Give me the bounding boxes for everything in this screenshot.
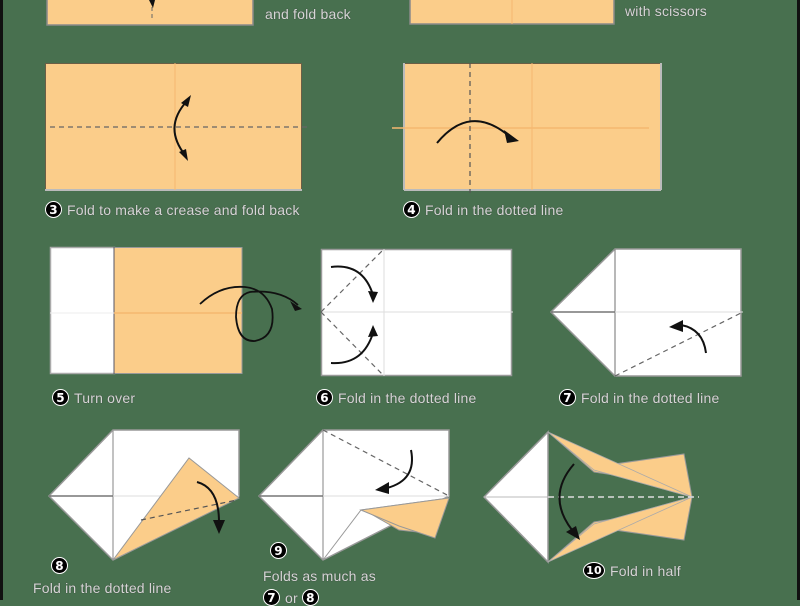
step-9-diagram [257, 429, 459, 561]
step-7-caption: 7 Fold in the dotted line [559, 389, 719, 406]
step-9-ref-b: 8 [301, 589, 319, 606]
step-7-diagram [549, 248, 751, 379]
step-4-text: Fold in the dotted line [425, 201, 564, 218]
step-9-caption: Folds as much as [263, 568, 376, 584]
step-2-text: with scissors [625, 3, 707, 19]
step-9-ref-a: 7 [263, 589, 280, 606]
step-10-text: Fold in half [610, 562, 681, 579]
step-7-badge: 7 [559, 389, 576, 406]
step-2-caption: with scissors [625, 3, 707, 19]
step-7-text: Fold in the dotted line [581, 389, 720, 406]
right-frame-border [797, 0, 800, 600]
step-10-diagram [482, 430, 704, 564]
step-3-badge: 3 [45, 201, 62, 218]
step-3-caption: 3 Fold to make a crease and fold back [45, 201, 300, 218]
step-9-text: Folds as much as [263, 568, 376, 584]
step-9-badge: 9 [270, 542, 287, 559]
step-1-diagram [46, 0, 257, 28]
step-2-diagram [409, 0, 620, 28]
step-9-ref-conj: or [285, 589, 298, 606]
left-frame-border [0, 0, 3, 600]
step-1-text: and fold back [265, 6, 351, 22]
step-3-text: Fold to make a crease and fold back [67, 201, 300, 218]
step-3-diagram [45, 63, 307, 193]
step-10-badge: 10 [583, 562, 605, 579]
step-8-badge: 8 [51, 557, 68, 574]
step-4-badge: 4 [403, 201, 420, 218]
step-6-caption: 6 Fold in the dotted line [316, 389, 476, 406]
step-5-diagram [49, 246, 310, 377]
step-5-caption: 5 Turn over [52, 389, 135, 406]
step-8-caption: Fold in the dotted line [33, 580, 171, 596]
step-9-ref: 7 or 8 [263, 589, 324, 606]
step-4-diagram [392, 63, 664, 193]
step-8-text: Fold in the dotted line [33, 580, 172, 596]
step-6-text: Fold in the dotted line [338, 389, 477, 406]
step-1-caption: and fold back [265, 6, 351, 22]
step-9-badge-wrap: 9 [270, 542, 292, 559]
step-6-badge: 6 [316, 389, 333, 406]
step-10-caption: 10 Fold in half [583, 562, 681, 579]
step-4-caption: 4 Fold in the dotted line [403, 201, 563, 218]
step-5-text: Turn over [74, 389, 136, 406]
step-8-diagram [47, 429, 249, 561]
step-6-diagram [320, 248, 521, 379]
step-8-badge-wrap: 8 [51, 557, 73, 574]
step-5-badge: 5 [52, 389, 69, 406]
